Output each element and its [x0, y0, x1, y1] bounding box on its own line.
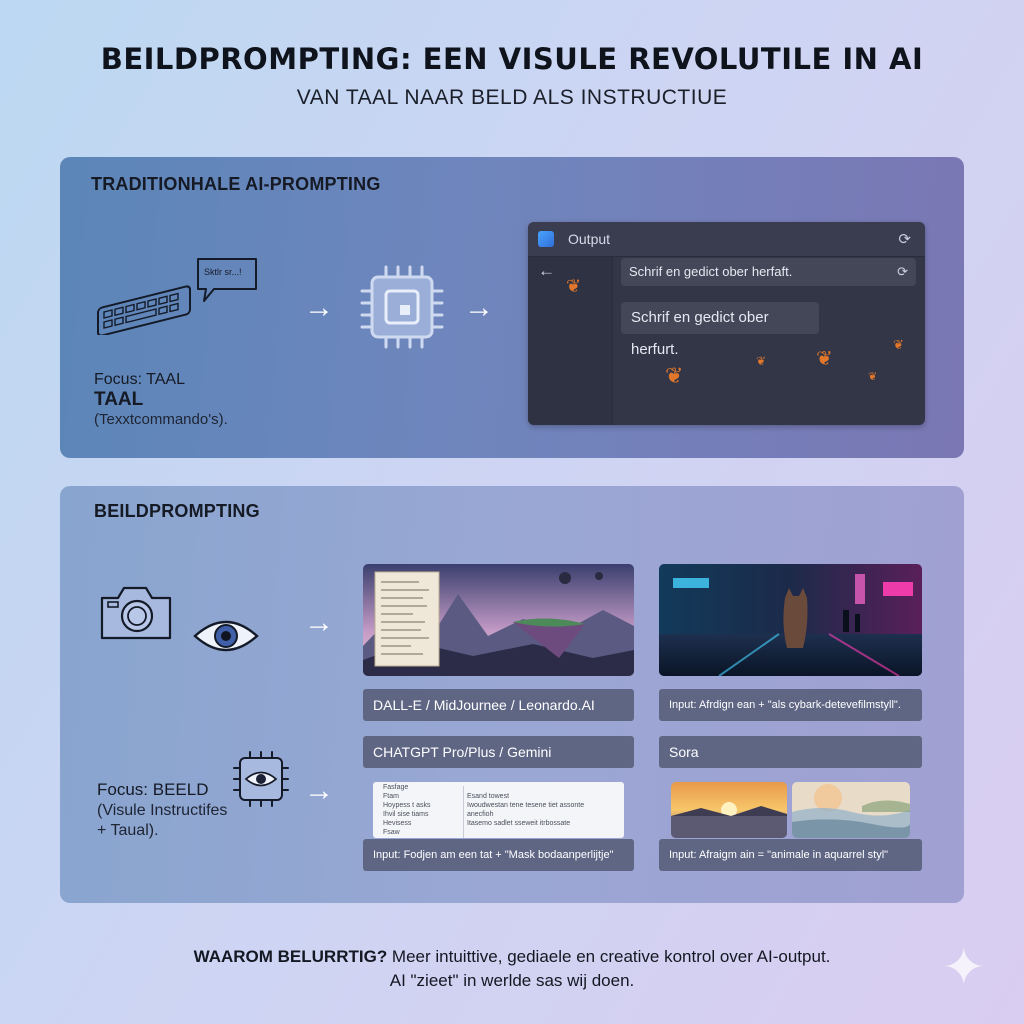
focus-value: TAAL — [94, 389, 144, 410]
camera-icon — [100, 586, 172, 640]
leaf-icon: ❦ — [816, 348, 833, 370]
table-divider — [463, 786, 464, 838]
leaf-icon: ❦ — [566, 276, 582, 296]
app-icon — [538, 231, 554, 247]
sparkle-icon: ✦ — [942, 939, 986, 997]
arrow-icon: → — [304, 774, 334, 807]
tool-input-chatgpt: Input: Fodjen am een tat + "Mask bodaanp… — [363, 839, 634, 871]
tool-label-sora: Sora — [659, 736, 922, 768]
focus-note: (Texxtcommando's). — [94, 411, 228, 428]
chip-icon — [360, 265, 444, 349]
sunset-photo-image — [671, 782, 787, 838]
footer-line-2: AI "zieet" in werlde sas wij doen. — [389, 971, 635, 990]
page-subtitle: VAN TAAL NAAR BELD ALS INSTRUCTIUE — [296, 86, 728, 109]
page-title: BEILDPROMPTING: EEN VISULE REVOLUTILE IN… — [100, 42, 924, 76]
table-row: Fasfage — [383, 784, 409, 791]
arrow-icon: → — [304, 291, 334, 324]
chat-message: Schrif en gedict ober herfurt. — [621, 302, 819, 358]
chat-message-text: Schrif en gedict ober herfaft. — [629, 264, 793, 279]
fantasy-landscape-image — [363, 564, 634, 676]
leaf-icon: ❦ — [893, 337, 904, 352]
arrow-icon: → — [304, 606, 334, 639]
focus-note: (Visule Instructifes — [97, 802, 228, 819]
footer-line-1: WAAROM BELURRTIG? Meer intuittive, gedia… — [0, 947, 1024, 967]
chip-eye-icon — [233, 751, 289, 807]
footer-lead: WAAROM BELURRTIG? — [193, 947, 388, 966]
leaf-icon: ❦ — [868, 371, 878, 383]
arrow-icon: → — [464, 291, 494, 324]
keyboard-icon — [97, 285, 191, 335]
speech-bubble-text: Sktlr sr...! — [204, 267, 242, 277]
back-arrow-icon[interactable]: ← — [538, 261, 555, 280]
tool-label-chatgpt: CHATGPT Pro/Plus / Gemini — [363, 736, 634, 768]
cyberpunk-cat-image — [659, 564, 922, 676]
refresh-icon[interactable]: ⟳ — [898, 231, 911, 248]
window-titlebar: Output ⟳ — [528, 222, 925, 257]
speech-bubble-icon — [197, 258, 257, 302]
footer-text: Meer intuittive, gediaele en creative ko… — [387, 947, 831, 966]
output-window: Output ⟳ ← ❦ Schrif en gedict ober herfa… — [528, 222, 925, 425]
focus-label: Focus: BEELD — [97, 780, 209, 799]
eye-icon — [193, 620, 259, 652]
tool-label-dalle: DALL-E / MidJournee / Leonardo.AI — [363, 689, 634, 721]
leaf-icon: ❦ — [665, 363, 684, 388]
tool-input-sora: Input: Afraigm ain = "animale in aquarre… — [659, 839, 922, 871]
image-panel-label: BEILDPROMPTING — [94, 501, 260, 521]
traditional-panel-label: TRADITIONHALE AI-PROMPTING — [91, 174, 381, 194]
table-row: Fsaw — [383, 829, 400, 836]
window-sidebar: ← ❦ — [528, 257, 613, 425]
chat-message: Schrif en gedict ober herfaft. ⟳ — [621, 258, 916, 286]
refresh-icon[interactable]: ⟳ — [897, 264, 908, 279]
focus-note: + Taual). — [97, 822, 159, 839]
leaf-icon: ❦ — [756, 354, 767, 368]
tool-input-sora-style: Input: Afrdign ean + "als cybark-detevef… — [659, 689, 922, 721]
watercolor-image — [792, 782, 910, 838]
window-title: Output — [568, 231, 611, 247]
focus-label: Focus: TAAL — [94, 371, 185, 388]
chat-message-text: Schrif en gedict ober herfurt. — [631, 309, 769, 358]
